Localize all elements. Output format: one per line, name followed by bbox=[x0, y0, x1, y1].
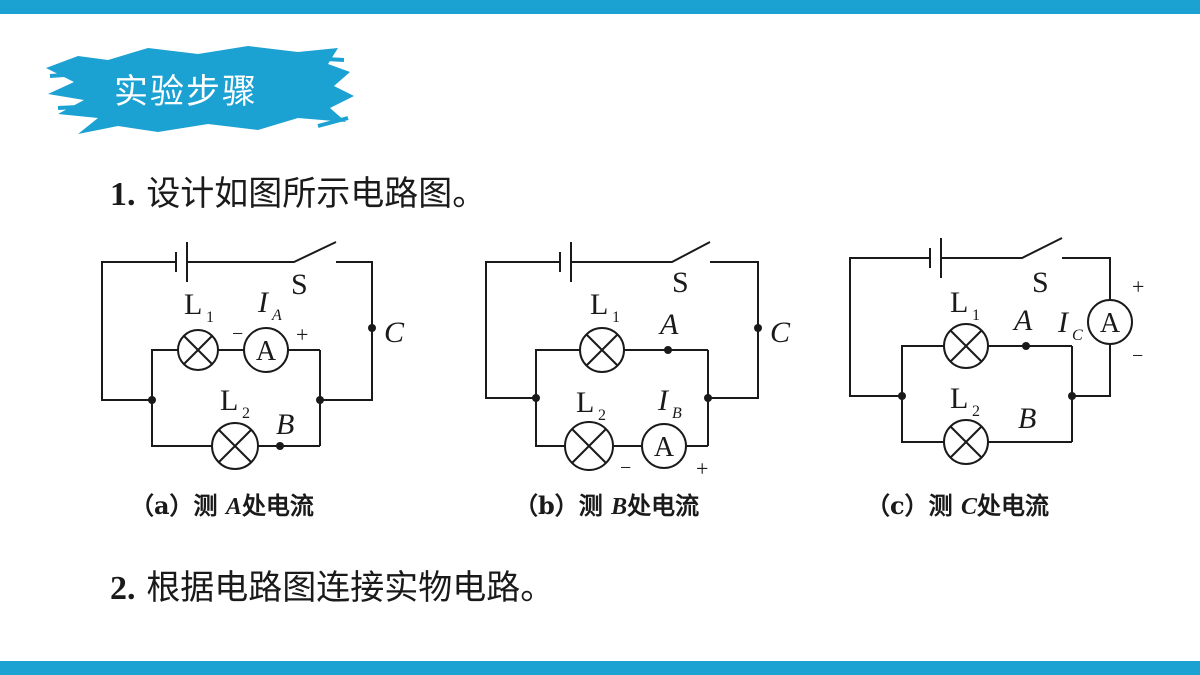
lamp2-label: L bbox=[576, 386, 594, 419]
lamp2-sub: 2 bbox=[598, 407, 606, 424]
ammeter-minus: − bbox=[620, 457, 631, 479]
caption-c: （c）测 C处电流 bbox=[866, 486, 1049, 521]
caption-c-suffix: 处电流 bbox=[977, 491, 1049, 520]
section-badge-brush bbox=[46, 46, 354, 134]
step-1-number: 1. bbox=[110, 176, 136, 213]
caption-b: （b）测 B处电流 bbox=[514, 486, 699, 521]
lamp2-sub: 2 bbox=[242, 405, 250, 422]
point-label-2: B bbox=[276, 408, 294, 441]
point-label-1: A bbox=[1012, 304, 1033, 337]
ammeter-minus: − bbox=[232, 323, 243, 345]
lamp2-sub: 2 bbox=[972, 403, 980, 420]
point-label-2: C bbox=[770, 316, 791, 349]
current-label: I bbox=[257, 286, 270, 319]
caption-b-suffix: 处电流 bbox=[627, 491, 700, 520]
current-label: I bbox=[1057, 306, 1070, 339]
caption-a: （a）测 A处电流 bbox=[130, 486, 314, 521]
step-2-text: 根据电路图连接实物电路。 bbox=[146, 568, 555, 608]
step-2: 2. 根据电路图连接实物电路。 bbox=[110, 560, 554, 609]
current-sub: C bbox=[1072, 327, 1083, 344]
caption-a-prefix: （a）测 bbox=[130, 491, 218, 520]
ammeter-label: A bbox=[1100, 308, 1121, 339]
lamp1-sub: 1 bbox=[612, 309, 620, 326]
circuit-diagram-b: S L 1 L 2 I B A − + A C bbox=[485, 241, 791, 481]
ammeter-label: A bbox=[256, 336, 277, 367]
section-title: 实验步骤 bbox=[114, 72, 258, 112]
caption-b-var: B bbox=[611, 494, 628, 520]
ammeter-plus: + bbox=[296, 322, 308, 347]
caption-a-var: A bbox=[225, 494, 242, 520]
ammeter-minus: − bbox=[1132, 345, 1143, 367]
circuit-diagram-a: S L 1 L 2 I A A − + C B bbox=[101, 241, 405, 470]
step-1-text: 设计如图所示电路图。 bbox=[146, 174, 487, 214]
caption-c-var: C bbox=[960, 494, 977, 520]
ammeter-plus: + bbox=[696, 456, 708, 481]
lamp1-sub: 1 bbox=[206, 309, 214, 326]
ammeter-label: A bbox=[654, 432, 675, 463]
current-sub: A bbox=[271, 307, 282, 324]
switch-label: S bbox=[1032, 266, 1049, 299]
circuit-diagram-c: S L 1 L 2 I C A + − A B bbox=[849, 237, 1144, 465]
switch-label: S bbox=[291, 268, 308, 301]
switch-label: S bbox=[672, 266, 689, 299]
lamp1-label: L bbox=[184, 288, 202, 321]
caption-c-prefix: （c）测 bbox=[866, 491, 953, 520]
current-sub: B bbox=[672, 405, 682, 422]
point-label-1: C bbox=[384, 316, 405, 349]
lamp1-label: L bbox=[590, 288, 608, 321]
point-label-1: A bbox=[658, 308, 679, 341]
top-accent-bar bbox=[0, 0, 1200, 14]
point-label-2: B bbox=[1018, 402, 1036, 435]
caption-a-suffix: 处电流 bbox=[241, 491, 314, 520]
caption-b-prefix: （b）测 bbox=[514, 491, 603, 520]
current-label: I bbox=[657, 384, 670, 417]
lamp1-label: L bbox=[950, 286, 968, 319]
ammeter-plus: + bbox=[1132, 274, 1144, 299]
lamp2-label: L bbox=[950, 382, 968, 415]
bottom-accent-bar bbox=[0, 661, 1200, 675]
step-1: 1. 设计如图所示电路图。 bbox=[110, 166, 486, 215]
lamp1-sub: 1 bbox=[972, 307, 980, 324]
step-2-number: 2. bbox=[110, 570, 136, 607]
lamp2-label: L bbox=[220, 384, 238, 417]
